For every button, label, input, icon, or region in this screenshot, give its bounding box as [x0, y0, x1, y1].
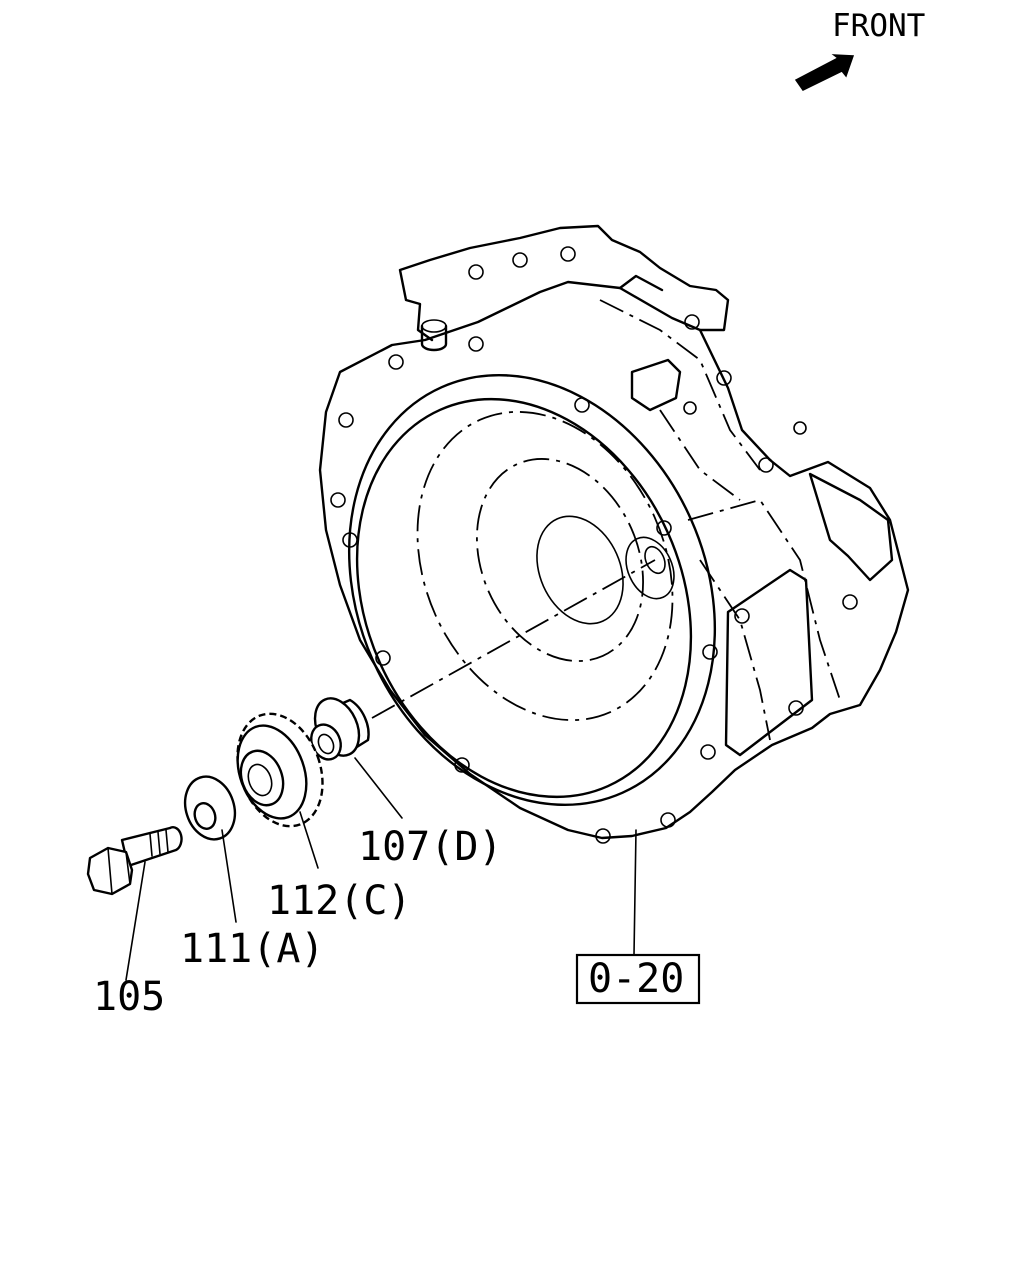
- housing-outer-outline: [318, 280, 910, 840]
- bushing-107: [310, 697, 370, 761]
- housing-side-plate: [724, 568, 814, 757]
- housing-bell-rim: [355, 397, 693, 799]
- washer-111: [183, 775, 237, 841]
- callout-0-20: 0-20: [588, 956, 684, 1002]
- callout-105: 105: [93, 974, 165, 1020]
- front-arrow-icon: [794, 54, 855, 91]
- bolt-105: [86, 826, 183, 896]
- transmission-housing: [318, 224, 910, 844]
- front-indicator: FRONT: [794, 8, 925, 91]
- leader-105: [125, 861, 146, 981]
- housing-bracket: [630, 358, 682, 412]
- leader-lines: [125, 757, 637, 981]
- housing-shaft-boss: [625, 536, 675, 600]
- housing-dowel-pin: [420, 324, 448, 352]
- callout-107: 107(D): [358, 824, 503, 870]
- gear-112: [236, 712, 324, 828]
- housing-side-contour: [599, 299, 841, 741]
- leader-111: [221, 829, 237, 923]
- leader-0-20: [633, 829, 637, 956]
- callout-112: 112(C): [267, 878, 412, 924]
- housing-ref-box: 0-20: [575, 953, 701, 1005]
- leader-112: [299, 811, 319, 869]
- leader-107: [354, 757, 403, 819]
- housing-center-bore: [536, 515, 624, 625]
- callout-111: 111(A): [180, 926, 325, 972]
- housing-rear-boss: [808, 472, 894, 582]
- housing-flange-groove: [347, 373, 717, 807]
- housing-inner-contour: [416, 410, 674, 722]
- assembly-axis-line: [371, 559, 656, 719]
- front-label: FRONT: [832, 8, 925, 44]
- housing-bolt-holes: [330, 246, 858, 844]
- housing-inner-contour-2: [476, 458, 644, 662]
